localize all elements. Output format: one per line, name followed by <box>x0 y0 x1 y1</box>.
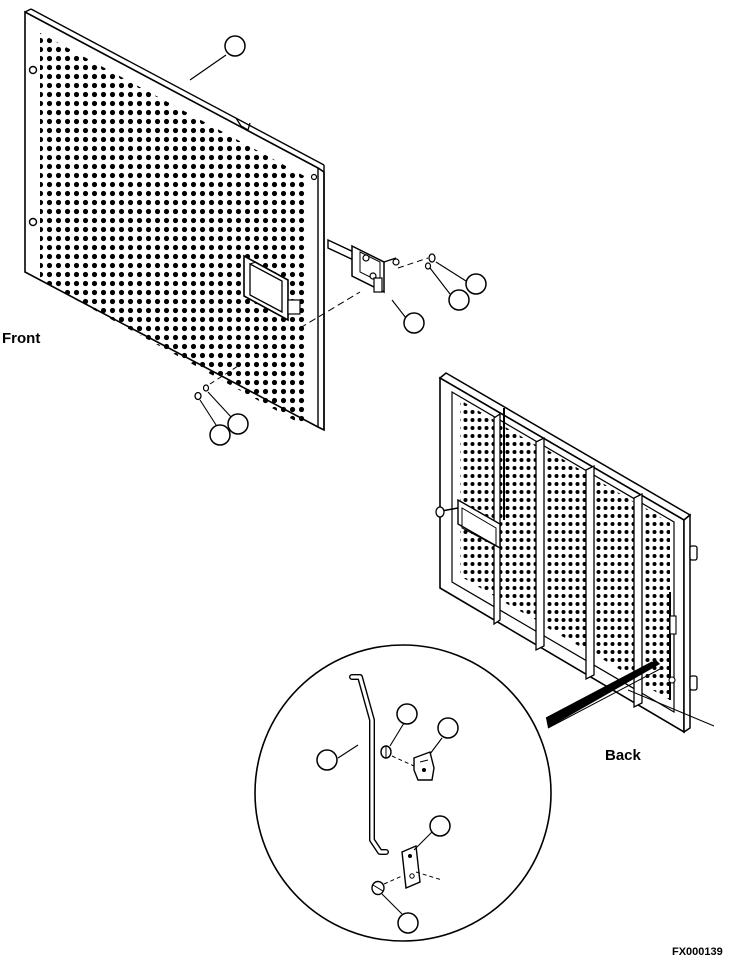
front-label: Front <box>2 330 41 347</box>
back-perforation <box>460 400 670 700</box>
back-door-panel <box>435 372 698 734</box>
detail-lock-rod <box>349 674 389 855</box>
bottom-screw <box>194 384 210 401</box>
detail-lower-screw <box>371 875 403 896</box>
figure-id: FX000139 <box>672 946 723 958</box>
latch-assembly <box>327 238 400 294</box>
callout-lower-guide-bracket <box>429 815 451 837</box>
callout-latch-assembly <box>403 312 425 334</box>
detail-upper-guide-clip <box>413 751 435 781</box>
callout-lower-screw <box>397 912 419 934</box>
callout-latch-washer <box>448 289 470 311</box>
callout-front-door-panel <box>224 35 246 57</box>
callout-bottom-washer <box>227 413 249 435</box>
handle-recess <box>243 254 301 322</box>
detail-lower-guide-bracket <box>401 844 443 890</box>
latch-screw <box>424 253 436 270</box>
front-door-panel <box>24 8 325 432</box>
detail-view <box>254 644 663 942</box>
callout-latch-screw <box>465 273 487 295</box>
callout-bottom-screw <box>209 424 231 446</box>
back-stiffener-ribs <box>493 412 643 709</box>
callout-upper-screw <box>396 703 418 725</box>
callout-upper-guide-clip <box>437 717 459 739</box>
leader-line <box>189 54 227 81</box>
callout-lock-rod <box>316 749 338 771</box>
callout-bubbles <box>209 35 487 934</box>
back-label: Back <box>605 747 641 764</box>
detail-upper-screw <box>380 745 415 767</box>
